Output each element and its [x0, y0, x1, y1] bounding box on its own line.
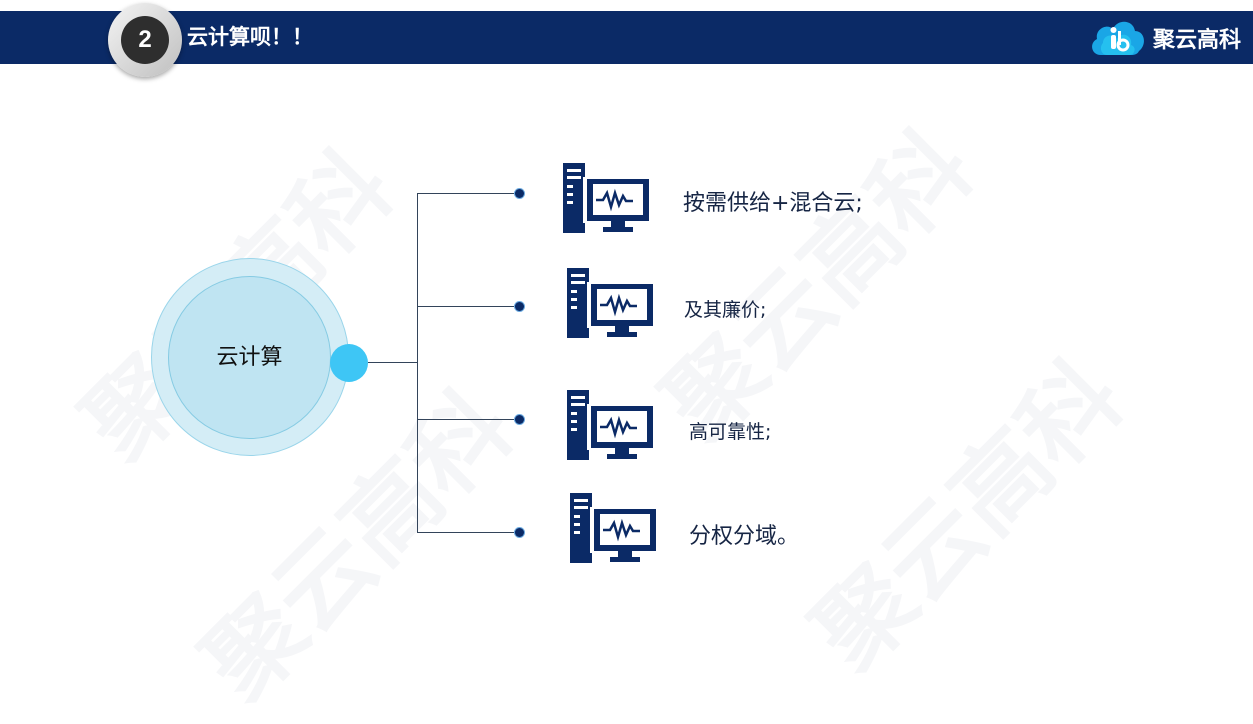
server-monitor-icon [570, 493, 658, 563]
brand-logo: 聚云高科 [1087, 11, 1241, 64]
branch-end-dot-4 [515, 528, 524, 537]
branch-line-3 [417, 419, 519, 420]
section-badge: 2 [108, 3, 182, 77]
item-label-3: 高可靠性; [689, 421, 772, 443]
connector-dot [330, 344, 368, 382]
brand-name: 聚云高科 [1152, 27, 1241, 53]
branch-end-dot-2 [515, 302, 524, 311]
center-circle-inner [168, 276, 331, 439]
server-monitor-icon [567, 390, 655, 460]
item-label-4: 分权分域。 [689, 524, 800, 549]
page-title: 云计算呗！！ [187, 25, 313, 49]
branch-end-dot-3 [515, 415, 524, 424]
server-monitor-icon [563, 163, 651, 233]
center-label: 云计算 [216, 345, 283, 370]
branch-end-dot-1 [515, 189, 524, 198]
connector-line-vertical [417, 193, 418, 533]
section-number: 2 [121, 16, 169, 64]
server-monitor-icon [567, 268, 655, 338]
watermark: 聚云高科 [642, 110, 994, 461]
cloud-logo-icon [1092, 21, 1144, 55]
connector-line-horizontal [368, 362, 418, 363]
branch-line-4 [417, 532, 519, 533]
branch-line-2 [417, 306, 519, 307]
item-label-1: 按需供给+混合云; [683, 191, 863, 216]
item-label-2: 及其廉价; [684, 299, 767, 321]
header-bar [0, 11, 1253, 64]
watermark: 聚云高科 [792, 340, 1144, 691]
branch-line-1 [417, 193, 519, 194]
